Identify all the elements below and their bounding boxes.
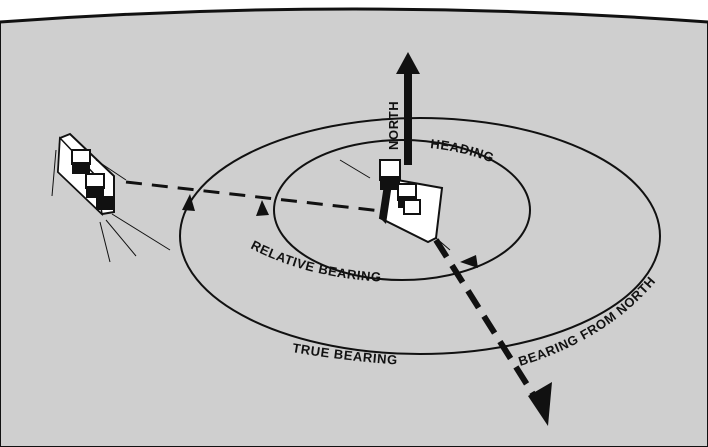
north-label: NORTH — [386, 101, 401, 150]
horizon-line — [0, 7, 708, 24]
own-ship — [339, 159, 451, 251]
true-bearing-circle — [179, 117, 661, 355]
heading-track — [433, 238, 541, 404]
north-arrowhead — [396, 52, 420, 74]
relative-bearing-circle — [273, 139, 531, 281]
other-ship — [51, 132, 171, 263]
sea-surface — [0, 8, 708, 447]
line-of-sight — [125, 180, 391, 214]
relative-bearing-arrowhead — [256, 200, 269, 216]
true-bearing-arrowhead — [182, 194, 195, 211]
heading-arrowhead — [460, 255, 478, 268]
heading-track-arrowhead — [528, 382, 552, 426]
